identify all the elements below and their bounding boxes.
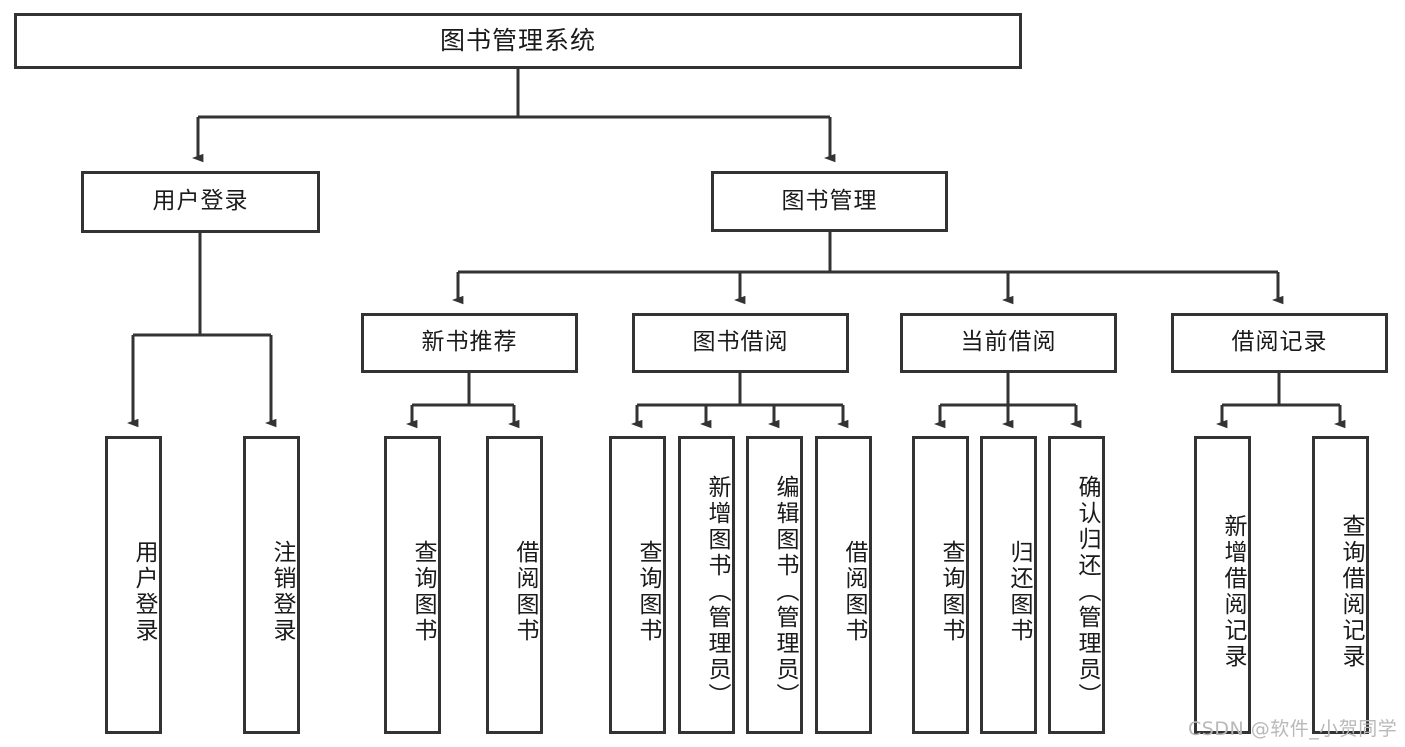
leaf-records-add-record[interactable]: 新增借阅记录: [1194, 436, 1251, 734]
leaf-current-confirm-return-admin[interactable]: 确认归还（管理员）: [1048, 436, 1105, 734]
leaf-label: 归还图书: [1006, 540, 1032, 644]
leaf-user-login-login[interactable]: 用户登录: [105, 436, 162, 734]
leaf-label: 新增借阅记录: [1220, 514, 1246, 670]
leaf-label: 查询借阅记录: [1338, 514, 1364, 670]
leaf-records-query-record[interactable]: 查询借阅记录: [1312, 436, 1369, 734]
csdn-watermark: CSDN @软件_小贺同学: [1188, 718, 1398, 740]
node-user-login[interactable]: 用户登录: [81, 171, 320, 233]
node-root-system[interactable]: 图书管理系统: [14, 13, 1022, 69]
leaf-label: 查询图书: [410, 540, 436, 644]
leaf-borrow-query-book[interactable]: 查询图书: [609, 436, 666, 734]
node-current-borrow[interactable]: 当前借阅: [900, 313, 1117, 373]
leaf-borrow-add-book-admin[interactable]: 新增图书（管理员）: [678, 436, 735, 734]
leaf-borrow-edit-book-admin[interactable]: 编辑图书（管理员）: [746, 436, 803, 734]
node-borrow-records[interactable]: 借阅记录: [1171, 313, 1388, 373]
leaf-label: 查询图书: [635, 540, 661, 644]
leaf-label: 新增图书（管理员）: [704, 475, 730, 709]
leaf-label: 编辑图书（管理员）: [772, 475, 798, 709]
leaf-current-query-book[interactable]: 查询图书: [912, 436, 969, 734]
node-new-book-recommend[interactable]: 新书推荐: [361, 313, 578, 373]
node-book-borrow[interactable]: 图书借阅: [632, 313, 849, 373]
node-book-management[interactable]: 图书管理: [711, 171, 948, 232]
leaf-recommend-query-book[interactable]: 查询图书: [384, 436, 441, 734]
leaf-user-login-logout[interactable]: 注销登录: [243, 436, 300, 734]
leaf-label: 借阅图书: [512, 540, 538, 644]
leaf-label: 查询图书: [938, 540, 964, 644]
leaf-label: 用户登录: [131, 540, 157, 644]
leaf-recommend-borrow-book[interactable]: 借阅图书: [486, 436, 543, 734]
leaf-label: 借阅图书: [841, 540, 867, 644]
leaf-label: 注销登录: [269, 540, 295, 644]
leaf-label: 确认归还（管理员）: [1074, 475, 1100, 709]
leaf-current-return-book[interactable]: 归还图书: [980, 436, 1037, 734]
leaf-borrow-borrow-book[interactable]: 借阅图书: [815, 436, 872, 734]
